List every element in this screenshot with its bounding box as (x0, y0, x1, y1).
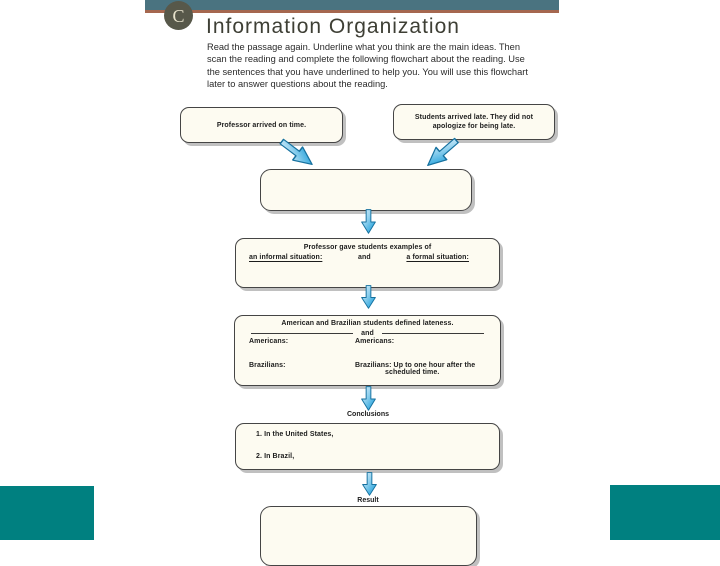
slide-top-bar (145, 0, 559, 10)
conclusion-item-2: 2. In Brazil, (256, 453, 295, 460)
blank-rule (381, 333, 484, 334)
def-right-brazilians-line2: scheduled time. (385, 369, 440, 376)
corner-block-left (0, 486, 94, 540)
flow-box-merge-empty (260, 169, 472, 211)
section-badge-letter: C (172, 5, 185, 26)
examples-heading: Professor gave students examples of (303, 244, 432, 251)
instruction-line: the sentences that you have underlined t… (207, 66, 528, 77)
def-right-americans: Americans: (355, 338, 395, 345)
instruction-line: scan the reading and complete the follow… (207, 54, 525, 65)
conclusion-item-1: 1. In the United States, (256, 431, 334, 438)
corner-block-right (610, 485, 720, 540)
def-right-brazilians: Brazilians: Up to one hour after the (355, 362, 476, 369)
conclusions-label: Conclusions (346, 411, 389, 418)
examples-blank-formal: a formal situation: (406, 254, 469, 261)
flow-box-conclusions: 1. In the United States, 2. In Brazil, (235, 423, 500, 470)
definitions-heading: American and Brazilian students defined … (281, 320, 454, 327)
definitions-and: and (361, 330, 374, 337)
flow-box-students-late: Students arrived late. They did not apol… (393, 104, 555, 140)
blank-rule (251, 333, 354, 334)
arrow-down-icon (362, 472, 377, 496)
flow-box-definitions: American and Brazilian students defined … (234, 315, 501, 386)
arrow-down-icon (361, 209, 376, 234)
instructions: Read the passage again. Underline what y… (207, 41, 528, 91)
arrow-down-icon (361, 285, 376, 309)
flow-box-text: Professor arrived on time. (216, 121, 307, 129)
result-label: Result (357, 497, 379, 504)
def-left-americans: Americans: (249, 338, 289, 345)
flow-box-examples: Professor gave students examples of an i… (235, 238, 500, 288)
instruction-line: Read the passage again. Underline what y… (207, 42, 521, 52)
arrow-down-icon (361, 386, 376, 411)
section-badge: C (164, 1, 193, 30)
instruction-line: later to answer questions about the read… (207, 79, 388, 90)
def-left-brazilians: Brazilians: (249, 362, 286, 369)
examples-and: and (358, 254, 371, 261)
flow-box-text: Students arrived late. They did not (414, 114, 534, 121)
examples-blank-informal: an informal situation: (249, 254, 323, 261)
flow-box-text: apologize for being late. (432, 123, 516, 130)
flow-box-result (260, 506, 477, 566)
page-title: Information Organization (206, 15, 460, 38)
flow-box-professor-on-time: Professor arrived on time. (180, 107, 343, 143)
accent-rule (145, 10, 559, 13)
